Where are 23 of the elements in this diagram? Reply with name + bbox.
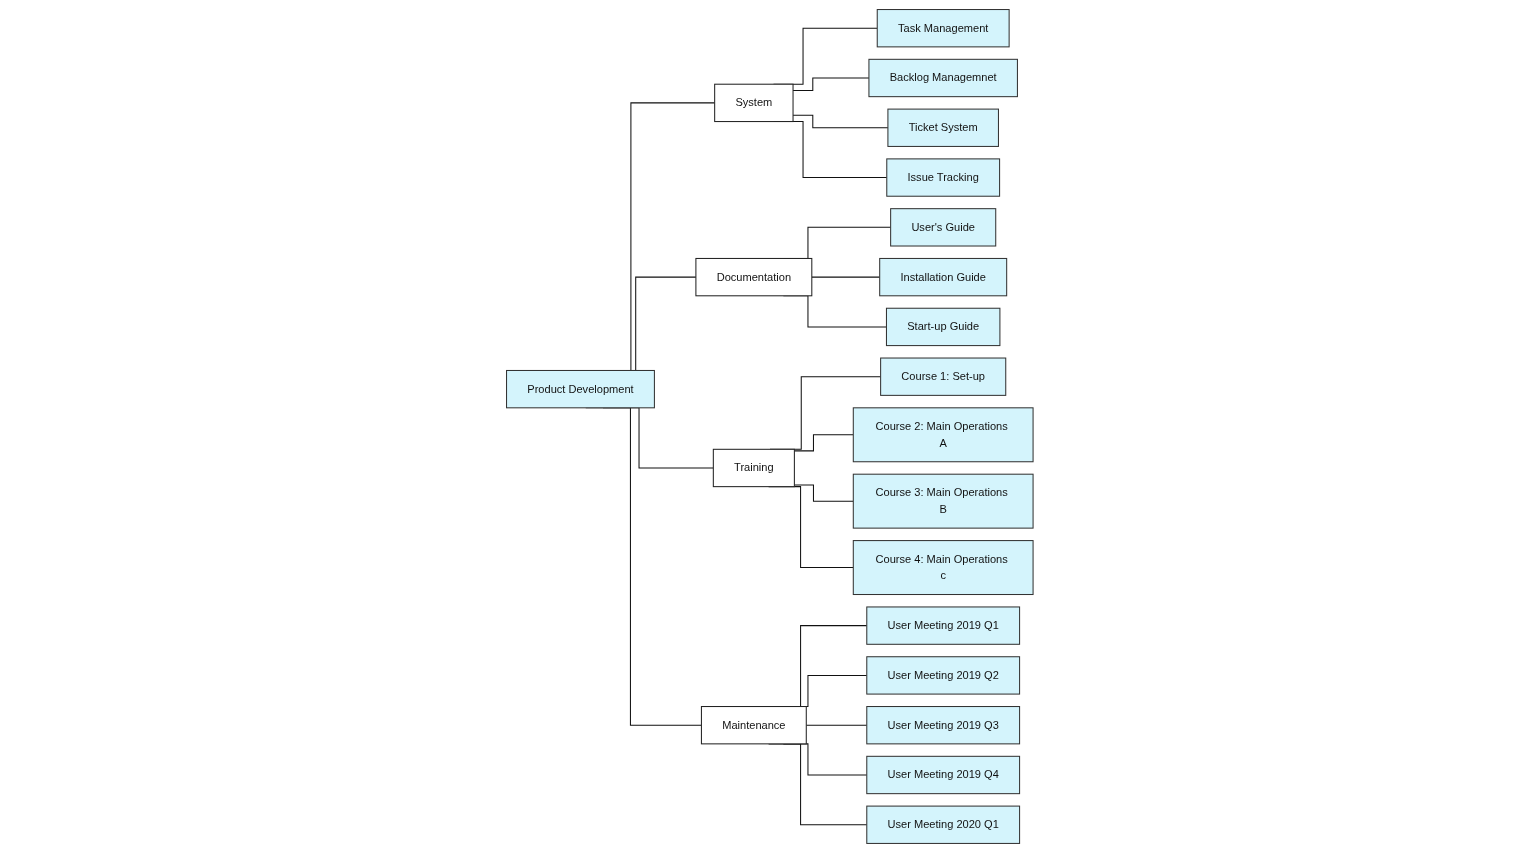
node-box: Course 4: Main Operations c — [852, 539, 1034, 595]
node-box: Course 1: Set-up — [880, 357, 1007, 396]
node-box: Training — [713, 448, 796, 487]
node-box: Backlog Managemnet — [868, 58, 1019, 97]
node-box: User Meeting 2019 Q4 — [866, 755, 1021, 794]
node-box: Course 2: Main Operations A — [852, 406, 1034, 462]
node-box: User Meeting 2019 Q2 — [866, 655, 1021, 695]
node-box: Installation Guide — [879, 257, 1008, 296]
connector — [794, 484, 854, 502]
node-box: Issue Tracking — [886, 157, 1001, 197]
node-box: Product Development — [506, 369, 656, 408]
node-box: User's Guide — [890, 207, 997, 247]
node-box: System — [714, 83, 794, 122]
connector — [794, 433, 854, 451]
node-box: Course 3: Main Operations B — [852, 473, 1034, 529]
node-box: Start-up Guide — [886, 307, 1001, 346]
node-box: Task Management — [876, 8, 1010, 47]
node-box: Ticket System — [887, 108, 1000, 147]
node-box: User Meeting 2019 Q3 — [866, 705, 1021, 744]
node-box: Documentation — [695, 257, 813, 296]
node-box: Maintenance — [701, 705, 807, 744]
node-box: User Meeting 2020 Q1 — [866, 805, 1021, 844]
node-box: User Meeting 2019 Q1 — [866, 605, 1021, 645]
